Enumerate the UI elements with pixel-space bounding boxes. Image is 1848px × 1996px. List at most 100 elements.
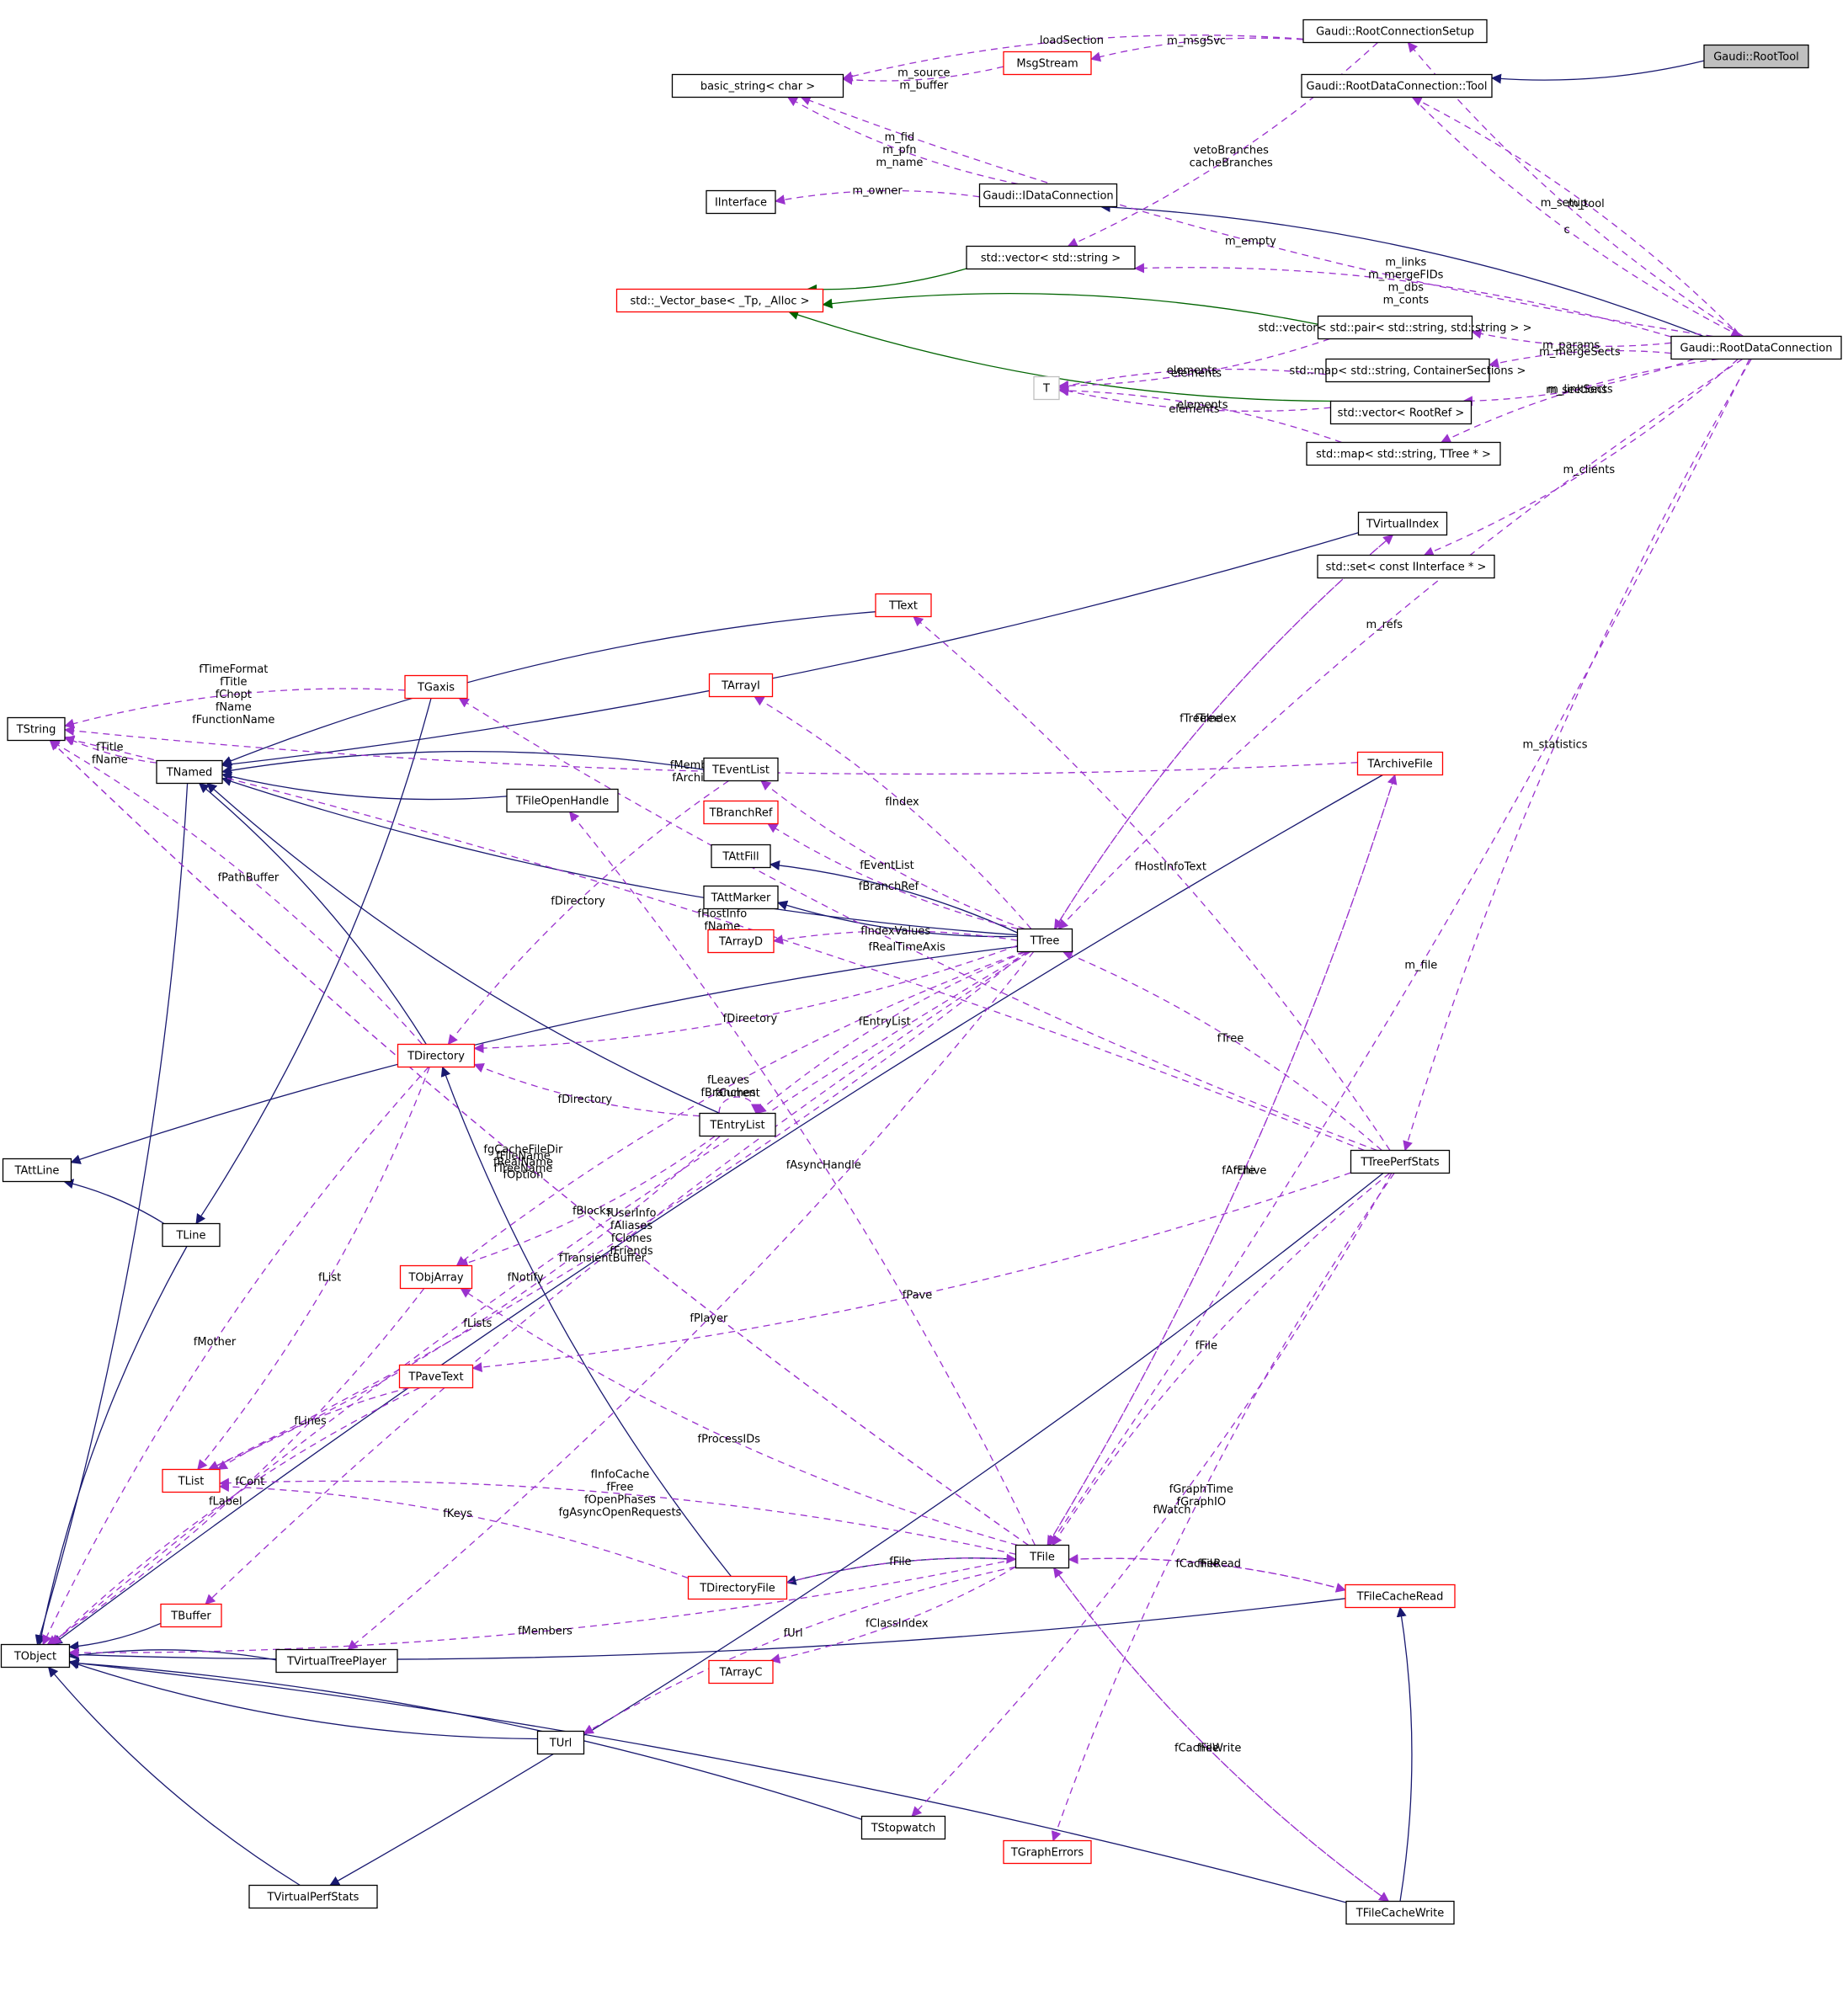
- class-node-tlist[interactable]: TList: [162, 1468, 221, 1493]
- class-node-box[interactable]: [398, 1364, 474, 1389]
- class-node-tfile[interactable]: TFile: [1015, 1544, 1070, 1569]
- class-node-box[interactable]: [1703, 44, 1809, 69]
- class-node-box[interactable]: [162, 1468, 221, 1493]
- class-node-box[interactable]: [711, 844, 771, 869]
- class-node-tgraph-errors[interactable]: TGraphErrors: [1003, 1839, 1092, 1865]
- class-node-box[interactable]: [1350, 1149, 1451, 1174]
- class-node-box[interactable]: [7, 716, 66, 742]
- class-node-box[interactable]: [1033, 375, 1060, 401]
- class-node-map-cs[interactable]: std::map< std::string, ContainerSections…: [1290, 358, 1526, 383]
- class-node-box[interactable]: [1003, 51, 1092, 76]
- class-node-box[interactable]: [703, 757, 779, 782]
- class-node-box[interactable]: [404, 674, 468, 700]
- class-node-box[interactable]: [687, 1575, 788, 1600]
- class-node-tstopwatch[interactable]: TStopwatch: [860, 1815, 946, 1840]
- class-node-tbuffer[interactable]: TBuffer: [160, 1603, 222, 1628]
- class-node-box[interactable]: [1003, 1839, 1092, 1865]
- class-node-box[interactable]: [703, 800, 779, 825]
- class-node-ttext[interactable]: TText: [875, 593, 932, 618]
- class-node-tentry-list[interactable]: TEntryList: [699, 1112, 776, 1137]
- class-node-box[interactable]: [1301, 73, 1493, 98]
- class-node-vec-root-ref[interactable]: std::vector< RootRef >: [1329, 400, 1473, 425]
- class-node-box[interactable]: [1015, 1544, 1070, 1569]
- class-node-box[interactable]: [1670, 335, 1842, 360]
- class-node-root-data-connection[interactable]: Gaudi::RootDataConnection: [1670, 335, 1842, 360]
- class-node-ttree-perf-stats[interactable]: TTreePerfStats: [1350, 1149, 1451, 1174]
- class-node-idata-connection[interactable]: Gaudi::IDataConnection: [978, 183, 1118, 208]
- class-node-box[interactable]: [1317, 315, 1473, 340]
- class-node-box[interactable]: [1356, 751, 1444, 776]
- class-node-box[interactable]: [860, 1815, 946, 1840]
- class-node-box[interactable]: [536, 1730, 585, 1755]
- class-node-tfile-open-handle[interactable]: TFileOpenHandle: [506, 788, 619, 813]
- class-node-box[interactable]: [156, 759, 223, 785]
- class-node-tdirectory[interactable]: TDirectory: [397, 1043, 476, 1068]
- class-node-tvirtual-tree-player[interactable]: TVirtualTreePlayer: [275, 1648, 398, 1674]
- class-node-tline[interactable]: TLine: [162, 1222, 221, 1248]
- class-node-box[interactable]: [248, 1884, 378, 1909]
- class-node-set-iinterface[interactable]: std::set< const IInterface * >: [1317, 554, 1495, 579]
- class-node-box[interactable]: [966, 245, 1136, 270]
- class-node-rdctool[interactable]: Gaudi::RootDataConnection::Tool: [1301, 73, 1493, 98]
- class-node-box[interactable]: [275, 1648, 398, 1674]
- class-node-box[interactable]: [397, 1043, 476, 1068]
- class-node-box[interactable]: [1325, 358, 1490, 383]
- class-node-msg-stream[interactable]: MsgStream: [1003, 51, 1092, 76]
- class-node-tfile-cache-write[interactable]: TFileCacheWrite: [1345, 1900, 1455, 1925]
- class-node-tarray-d[interactable]: TArrayD: [707, 929, 775, 954]
- class-node-box[interactable]: [506, 788, 619, 813]
- class-node-box[interactable]: [707, 929, 775, 954]
- class-node-box[interactable]: [699, 1112, 776, 1137]
- class-node-box[interactable]: [1016, 928, 1073, 953]
- class-node-tgaxis[interactable]: TGaxis: [404, 674, 468, 700]
- class-node-box[interactable]: [703, 885, 779, 910]
- class-node-turl[interactable]: TUrl: [536, 1730, 585, 1755]
- class-node-ttree[interactable]: TTree: [1016, 928, 1073, 953]
- class-node-box[interactable]: [708, 1659, 774, 1685]
- class-node-box[interactable]: [1345, 1583, 1456, 1609]
- class-node-box[interactable]: [1306, 441, 1501, 466]
- class-node-box[interactable]: [1302, 19, 1488, 44]
- class-node-vecstring[interactable]: std::vector< std::string >: [966, 245, 1136, 270]
- class-node-box[interactable]: [399, 1264, 473, 1290]
- class-node-box[interactable]: [671, 73, 844, 98]
- class-node-tbranch-ref[interactable]: TBranchRef: [703, 800, 779, 825]
- class-node-box[interactable]: [2, 1158, 72, 1183]
- class-node-box[interactable]: [978, 183, 1118, 208]
- class-node-tdirectory-file[interactable]: TDirectoryFile: [687, 1575, 788, 1600]
- class-node-vecpair[interactable]: std::vector< std::pair< std::string, std…: [1259, 315, 1532, 340]
- class-node-box[interactable]: [875, 593, 932, 618]
- class-node-box[interactable]: [615, 288, 824, 313]
- class-node-tstring[interactable]: TString: [7, 716, 66, 742]
- class-node-tatt-fill[interactable]: TAttFill: [711, 844, 771, 869]
- class-node-box[interactable]: [1357, 511, 1448, 536]
- class-node-tnamed[interactable]: TNamed: [156, 759, 223, 785]
- class-node-tfile-cache-read[interactable]: TFileCacheRead: [1345, 1583, 1456, 1609]
- class-node-box[interactable]: [1345, 1900, 1455, 1925]
- class-node-tobject[interactable]: TObject: [0, 1643, 71, 1669]
- class-node-tarray-c[interactable]: TArrayC: [708, 1659, 774, 1685]
- class-node-iinterface[interactable]: IInterface: [706, 189, 776, 215]
- class-node-tatt-line[interactable]: TAttLine: [2, 1158, 72, 1183]
- class-node-tpave-text[interactable]: TPaveText: [398, 1364, 474, 1389]
- class-node-basic-string[interactable]: basic_string< char >: [671, 73, 844, 98]
- class-node-vecbase[interactable]: std::_Vector_base< _Tp, _Alloc >: [615, 288, 824, 313]
- class-node-root-tool[interactable]: Gaudi::RootTool: [1703, 44, 1809, 69]
- class-node-tvirtual-index[interactable]: TVirtualIndex: [1357, 511, 1448, 536]
- class-node-box[interactable]: [160, 1603, 222, 1628]
- class-node-box[interactable]: [708, 673, 774, 698]
- class-node-box[interactable]: [1317, 554, 1495, 579]
- class-node-box[interactable]: [0, 1643, 71, 1669]
- class-node-t[interactable]: T: [1033, 375, 1060, 401]
- class-node-tarray-i[interactable]: TArrayI: [708, 673, 774, 698]
- class-node-tatt-marker[interactable]: TAttMarker: [703, 885, 779, 910]
- class-node-tarchive-file[interactable]: TArchiveFile: [1356, 751, 1444, 776]
- class-node-tvirtual-perf-stats[interactable]: TVirtualPerfStats: [248, 1884, 378, 1909]
- class-node-box[interactable]: [162, 1222, 221, 1248]
- class-node-map-ttree[interactable]: std::map< std::string, TTree * >: [1306, 441, 1501, 466]
- class-node-root-connection-setup[interactable]: Gaudi::RootConnectionSetup: [1302, 19, 1488, 44]
- class-node-tevent-list[interactable]: TEventList: [703, 757, 779, 782]
- class-node-tobj-array[interactable]: TObjArray: [399, 1264, 473, 1290]
- class-node-box[interactable]: [1329, 400, 1473, 425]
- class-node-box[interactable]: [706, 189, 776, 215]
